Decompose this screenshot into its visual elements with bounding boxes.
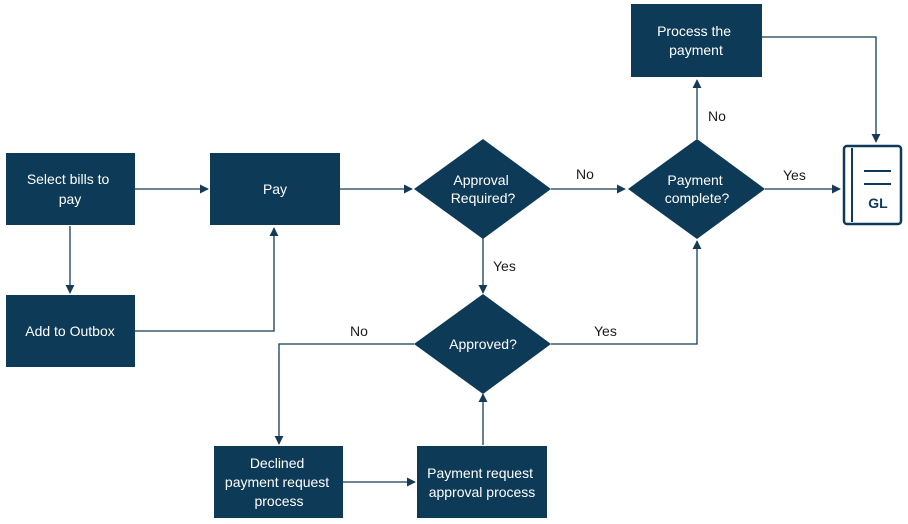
svg-text:Approved?: Approved?: [449, 336, 517, 352]
node-process-payment: Process the payment: [631, 4, 762, 77]
node-payment-complete: Payment complete?: [628, 139, 765, 239]
node-select-bills-line-1: Select bills to: [27, 171, 110, 187]
node-declined-request-line-1: Declined: [250, 455, 304, 471]
node-add-to-outbox-line-1: Add to Outbox: [25, 323, 115, 339]
node-pay-line-1: Pay: [263, 181, 287, 197]
node-pay: Pay: [210, 153, 340, 225]
node-approval-required: Approval Required?: [414, 139, 551, 239]
node-request-approval: Payment request approval process: [417, 446, 547, 518]
edge-labels: No Yes No Yes No Yes: [350, 108, 806, 339]
node-payment-complete-line-1: Payment: [667, 172, 722, 188]
svg-text:Pay: Pay: [263, 181, 287, 197]
gl-label: GL: [868, 195, 888, 211]
edge-outbox-to-pay: [135, 227, 279, 332]
ledger-book-icon: GL: [842, 144, 903, 226]
node-request-approval-line-1: Payment request: [427, 465, 533, 481]
svg-text:Process the payment: Process the payment: [657, 23, 735, 58]
node-approved-line-1: Approved?: [449, 336, 517, 352]
node-declined-request-line-3: process: [254, 493, 303, 509]
node-declined-request-line-2: payment request: [225, 474, 329, 490]
svg-text:Payment complete?: Payment complete?: [665, 172, 730, 206]
svg-text:Approval Required?: Approval Required?: [451, 172, 516, 206]
node-payment-complete-line-2: complete?: [665, 190, 730, 206]
node-add-to-outbox: Add to Outbox: [6, 295, 135, 367]
node-select-bills-line-2: pay: [59, 191, 82, 207]
label-approval-no: No: [576, 166, 594, 182]
label-complete-no: No: [708, 108, 726, 124]
node-approved: Approved?: [414, 294, 551, 394]
svg-text:Add to Outbox: Add to Outbox: [25, 323, 115, 339]
node-declined-request: Declined payment request process: [214, 446, 343, 518]
edge-approved-yes-to-complete: [551, 240, 702, 345]
label-approval-yes: Yes: [493, 258, 516, 274]
edges: [65, 36, 881, 487]
label-complete-yes: Yes: [783, 167, 806, 183]
edge-approved-no-to-declined: [274, 343, 414, 445]
label-approved-no: No: [350, 323, 368, 339]
node-process-payment-line-1: Process the: [657, 23, 731, 39]
svg-text:Select bills to pay: Select bills to pay: [27, 171, 113, 207]
svg-text:Payment request approval: Payment request approval process: [427, 465, 537, 500]
node-select-bills: Select bills to pay: [6, 153, 135, 225]
label-approved-yes: Yes: [594, 323, 617, 339]
svg-text:Declined payment request: Declined payment request process: [225, 455, 333, 509]
node-approval-required-line-1: Approval: [453, 172, 508, 188]
node-approval-required-line-2: Required?: [451, 190, 516, 206]
node-request-approval-line-2: approval process: [429, 484, 536, 500]
node-process-payment-line-2: payment: [669, 42, 723, 58]
edge-process-to-gl: [762, 36, 881, 143]
